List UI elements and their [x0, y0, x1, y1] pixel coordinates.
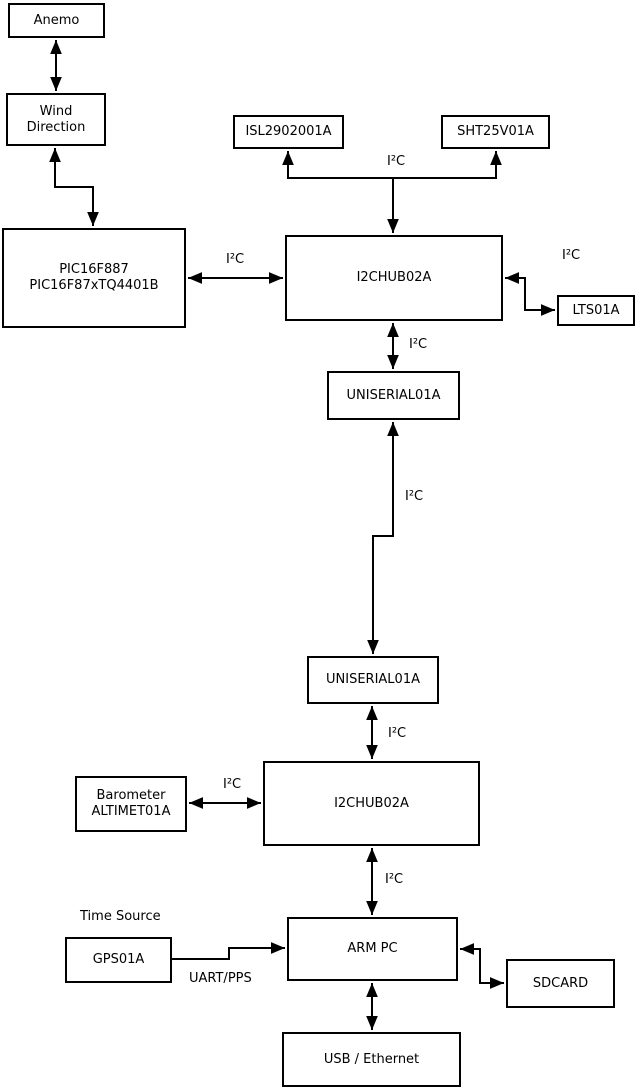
node-sht25v01a: SHT25V01A	[441, 115, 550, 149]
node-lts01a: LTS01A	[557, 295, 635, 326]
node-wind-direction: Wind Direction	[6, 93, 106, 146]
node-barometer-altimet01a: Barometer ALTIMET01A	[75, 776, 187, 832]
label-i2c-barometer-hub2: I²C	[223, 777, 242, 792]
node-arm-pc: ARM PC	[287, 917, 458, 981]
edge-uniserial1-uniserial2	[367, 422, 399, 654]
edge-wind-pic	[49, 148, 99, 226]
node-uniserial01a-upper: UNISERIAL01A	[327, 371, 460, 420]
node-i2chub02a-bottom: I2CHUB02A	[263, 761, 480, 846]
node-gps01a: GPS01A	[65, 937, 172, 983]
label-i2c-uniserial-link: I²C	[405, 489, 424, 504]
node-usb-ethernet: USB / Ethernet	[282, 1032, 461, 1087]
node-isl2902001a: ISL2902001A	[233, 115, 344, 149]
label-i2c-hub2-armpc: I²C	[385, 872, 404, 887]
label-i2c-pic-hub: I²C	[226, 252, 245, 267]
label-i2c-hub-uniserial: I²C	[409, 337, 428, 352]
node-sdcard: SDCARD	[506, 959, 615, 1008]
node-uniserial01a-lower: UNISERIAL01A	[307, 656, 439, 704]
node-anemo: Anemo	[8, 3, 105, 38]
node-pic16f887: PIC16F887 PIC16F87xTQ4401B	[2, 228, 186, 328]
label-i2c-uniserial-hub2: I²C	[388, 726, 407, 741]
edge-armpc-sdcard	[460, 943, 504, 989]
edge-hub1-lts	[505, 272, 555, 316]
label-i2c-hub-lts: I²C	[562, 248, 581, 263]
node-i2chub02a-top: I2CHUB02A	[285, 235, 503, 321]
edge-gps-armpc	[172, 942, 285, 960]
label-i2c-sensors: I²C	[387, 154, 406, 169]
label-uart-pps: UART/PPS	[189, 971, 252, 986]
label-time-source: Time Source	[80, 909, 161, 924]
